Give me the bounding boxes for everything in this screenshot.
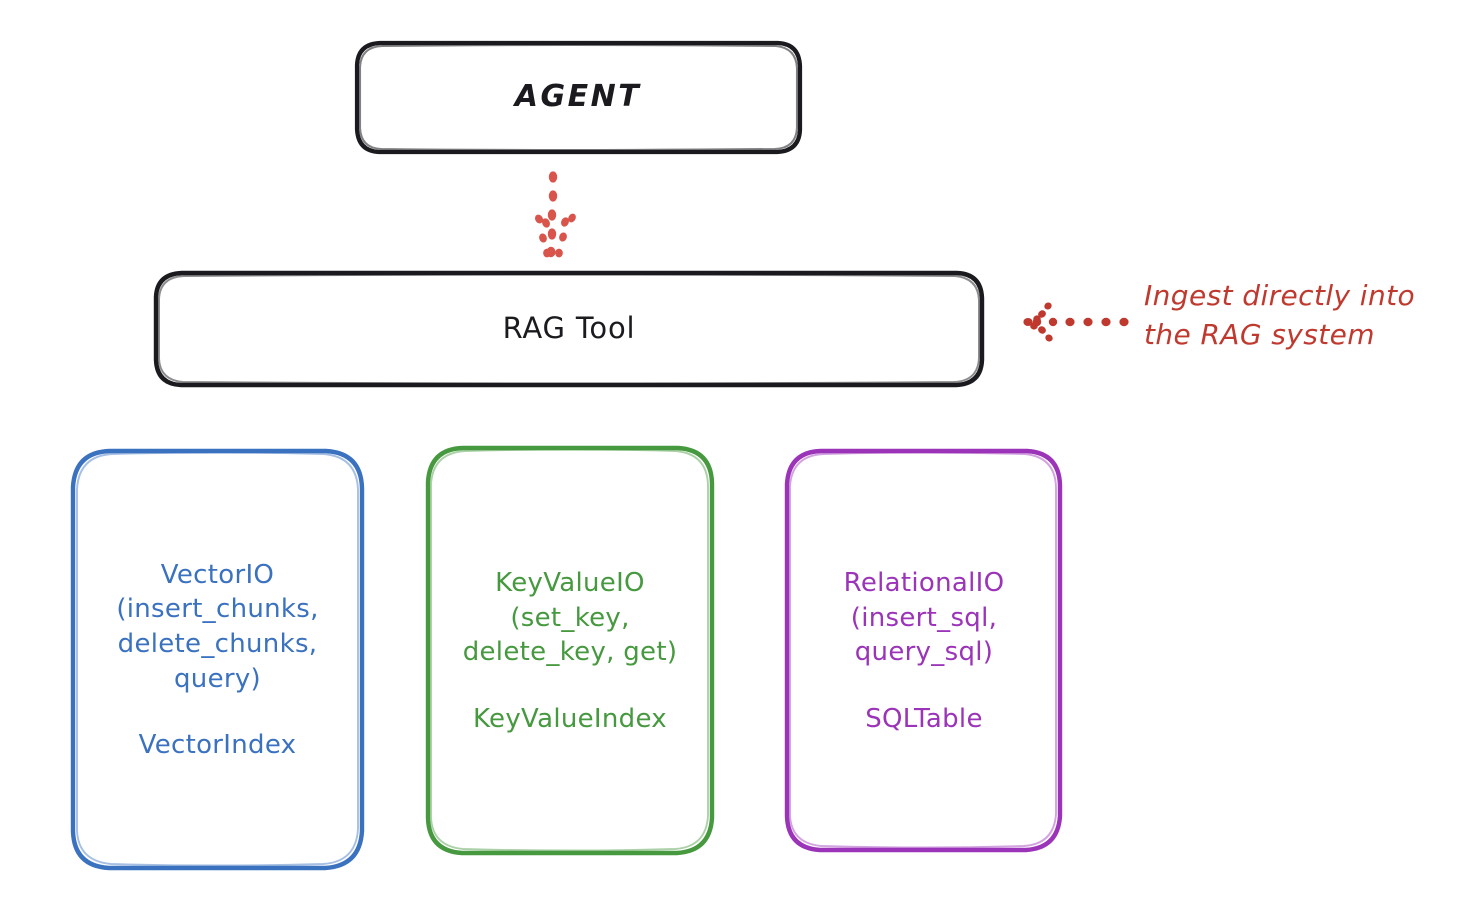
agent-label: AGENT (514, 78, 642, 114)
ingest-arrow (1023, 302, 1129, 342)
rag-tool-label: RAG Tool (502, 310, 636, 345)
key-value-io-node[interactable]: KeyValueIO (set_key, delete_key, get) Ke… (428, 447, 712, 853)
agent-node[interactable]: AGENT (356, 42, 800, 152)
vector-io-node[interactable]: VectorIO (insert_chunks, delete_chunks, … (73, 450, 362, 868)
agent-to-rag-arrow (534, 171, 576, 258)
vector-io-label: VectorIO (insert_chunks, delete_chunks, … (116, 559, 319, 694)
sql-table-label: SQLTable (865, 703, 983, 734)
key-value-index-label: KeyValueIndex (472, 703, 667, 734)
ingest-annotation-text: Ingest directly into the RAG system (1144, 279, 1416, 351)
vector-index-label: VectorIndex (138, 730, 297, 761)
relational-io-node[interactable]: RelationalIO (insert_sql, query_sql) SQL… (788, 450, 1060, 850)
relational-io-label: RelationalIO (insert_sql, query_sql) (843, 568, 1005, 668)
key-value-io-label: KeyValueIO (set_key, delete_key, get) (462, 568, 678, 668)
rag-tool-node[interactable]: RAG Tool (156, 272, 982, 385)
ingest-annotation: Ingest directly into the RAG system (1144, 277, 1474, 354)
